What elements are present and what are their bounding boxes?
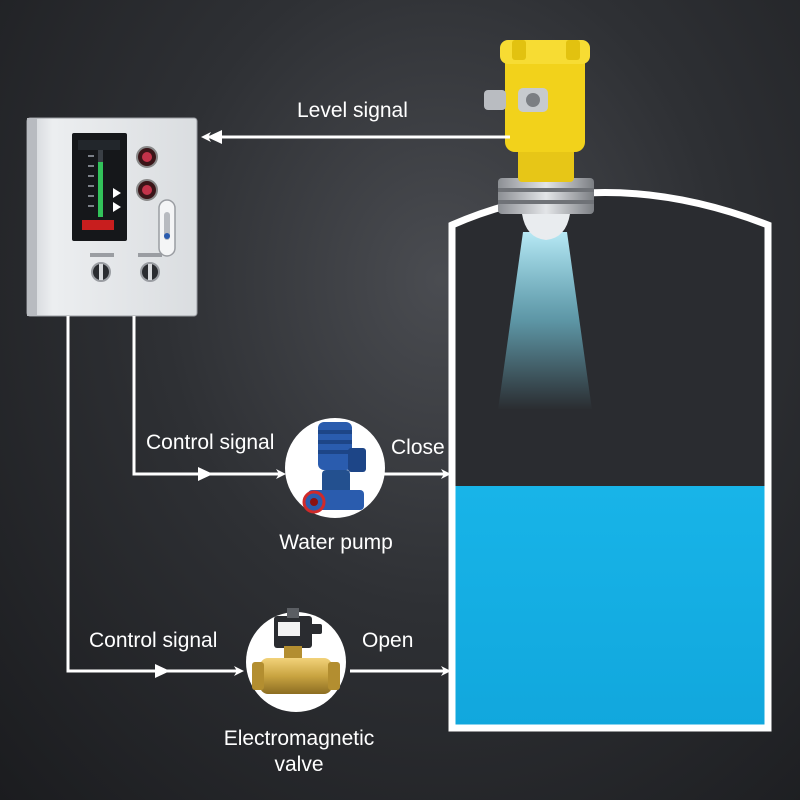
water-pump-label: Water pump bbox=[279, 531, 393, 554]
level-signal-arrow bbox=[207, 130, 222, 144]
valve-control-line bbox=[66, 316, 244, 676]
digital-readout bbox=[82, 220, 114, 230]
pump-control-signal-label: Control signal bbox=[146, 431, 274, 454]
signal-lines bbox=[66, 132, 510, 676]
control-cabinet bbox=[26, 117, 198, 317]
signal-arrows bbox=[155, 130, 222, 678]
valve-name-line1: Electromagnetic bbox=[224, 727, 375, 750]
water-pump bbox=[285, 418, 385, 518]
radar-beam bbox=[498, 232, 592, 410]
valve-control-arrow bbox=[155, 664, 170, 678]
sensor-flange bbox=[498, 178, 594, 214]
labels: Level signal Control signal Close Water … bbox=[89, 99, 445, 776]
valve-control-signal-label: Control signal bbox=[89, 629, 217, 652]
pump-control-line bbox=[132, 316, 286, 479]
radar-level-sensor bbox=[484, 40, 594, 240]
sensor-antenna bbox=[522, 214, 570, 240]
valve-name-line2: valve bbox=[274, 753, 323, 776]
pump-close-label: Close bbox=[391, 436, 445, 459]
electromagnetic-valve bbox=[246, 608, 346, 712]
storage-tank bbox=[448, 189, 772, 732]
valve-open-label: Open bbox=[362, 629, 413, 652]
water-level bbox=[452, 486, 768, 728]
sensor-neck bbox=[518, 148, 574, 182]
pump-control-arrow bbox=[198, 467, 213, 481]
pump-casing bbox=[322, 470, 350, 494]
pump-motor bbox=[318, 422, 352, 470]
level-bar-graph bbox=[98, 162, 103, 217]
level-signal-label: Level signal bbox=[297, 99, 408, 122]
valve-body bbox=[260, 658, 332, 694]
cable-gland-left bbox=[484, 90, 506, 110]
